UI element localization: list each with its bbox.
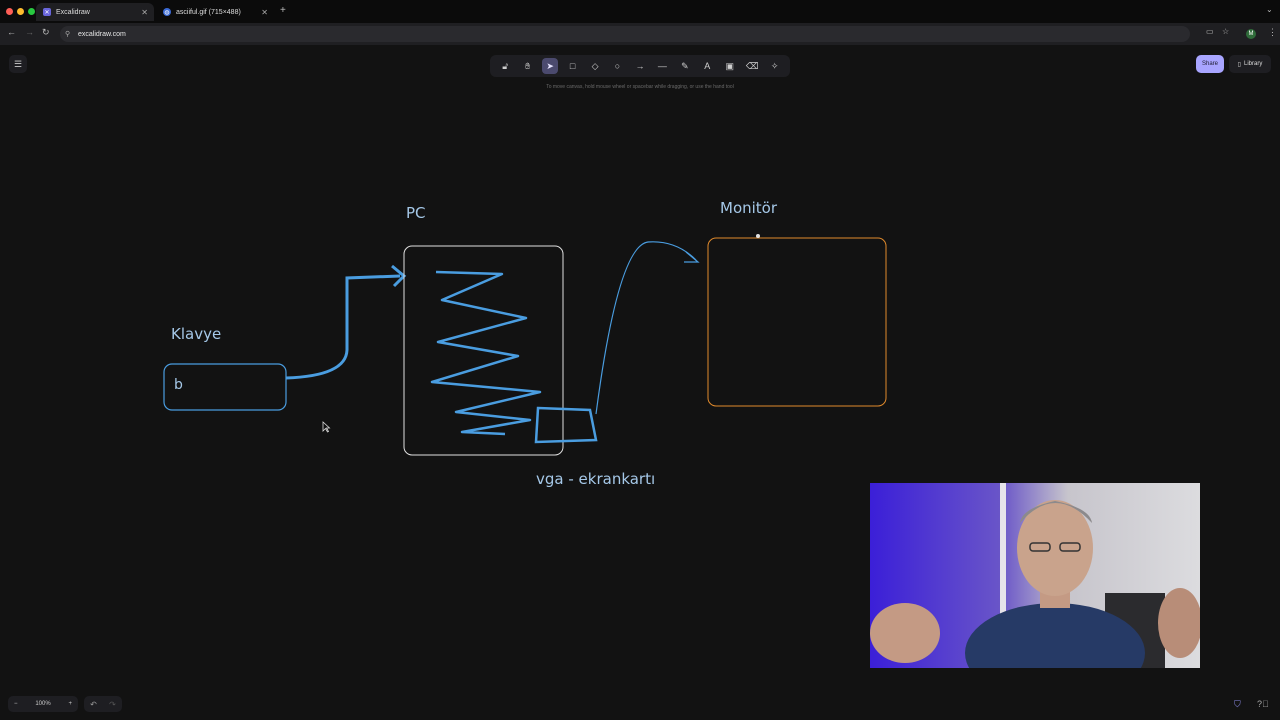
undo-redo-controls: ↶ ↷ [84,696,122,712]
zoom-out-icon[interactable]: − [14,701,18,707]
hamburger-icon: ☰ [13,58,23,69]
browser-tab-bar: ✕ Excalidraw ✕ ◍ asciiful.gif (715×488) … [0,0,1280,23]
arrow-icon[interactable]: → [635,61,645,71]
forward-icon[interactable]: → [25,27,34,37]
lock-icon[interactable]: 🔓︎ [502,60,509,71]
tab-excalidraw[interactable]: ✕ Excalidraw ✕ [36,3,154,21]
text-icon[interactable]: A [704,61,711,71]
zoom-controls: − 100% + [8,696,78,712]
key-b-label[interactable]: b [174,377,183,393]
minimize-window-button[interactable] [17,8,24,15]
url-field[interactable]: ⚲ excalidraw.com [60,26,1190,42]
share-button[interactable]: Share [1196,55,1224,73]
shapes-toolbar: 🔓︎ ✋︎ ➤ □ ◇ ○ → — ✎ A ▣ ⌫ ✧ [490,55,790,77]
hand-icon[interactable]: ✋︎ [525,60,531,71]
back-icon[interactable]: ← [7,27,16,37]
new-tab-icon[interactable]: + [280,5,286,16]
library-label: Library [1243,61,1263,67]
toolbar-hint: To move canvas, hold mouse wheel or spac… [546,84,734,90]
site-info-icon[interactable]: ⚲ [65,31,71,38]
close-tab-icon[interactable]: ✕ [141,7,148,17]
reload-icon[interactable]: ↻ [42,27,50,37]
monitor-label[interactable]: Monitör [720,199,778,217]
selection-icon[interactable]: ➤ [542,58,559,74]
tab-asciiful[interactable]: ◍ asciiful.gif (715×488) ✕ [156,3,274,21]
webcam-overlay [870,483,1200,668]
shield-icon[interactable]: ⛉ [1234,699,1241,709]
maximize-window-button[interactable] [28,8,35,15]
undo-icon[interactable]: ↶ [90,699,97,709]
excalidraw-favicon-icon: ✕ [43,8,51,16]
main-menu-button[interactable]: ☰ [9,55,27,73]
browser-menu-icon[interactable]: ⋮ [1268,27,1277,37]
zoom-in-icon[interactable]: + [68,701,72,707]
close-window-button[interactable] [6,8,13,15]
globe-favicon-icon: ◍ [163,8,171,16]
redo-icon[interactable]: ↷ [109,699,116,709]
diamond-icon[interactable]: ◇ [591,60,599,71]
line-icon[interactable]: — [657,61,667,71]
library-button[interactable]: ▯ Library [1229,55,1271,73]
bookmark-star-icon[interactable]: ☆ [1222,27,1230,36]
eraser-icon[interactable]: ⌫ [745,60,759,71]
rectangle-icon[interactable]: □ [569,61,576,71]
tab-title: asciiful.gif (715×488) [176,8,241,16]
close-tab-icon[interactable]: ✕ [261,7,268,17]
pc-label[interactable]: PC [406,204,426,222]
image-icon[interactable]: ▣ [725,60,734,71]
book-icon: ▯ [1237,61,1241,68]
cast-icon[interactable]: ▭ [1206,27,1214,36]
tab-title: Excalidraw [56,8,90,16]
address-bar-row: ← → ↻ ⚲ excalidraw.com ▭ ☆ M ⋮ [0,23,1280,45]
extra-tools-icon[interactable]: ✧ [770,60,779,71]
url-text: excalidraw.com [78,30,126,38]
profile-avatar[interactable]: M [1246,29,1256,39]
help-icon[interactable]: ?⃝ [1257,699,1269,709]
tab-list-icon[interactable]: ⌄ [1266,5,1273,14]
vga-label[interactable]: vga - ekrankartı [536,470,656,488]
webcam-person-image [870,483,1200,668]
keyboard-label[interactable]: Klavye [171,325,222,343]
ellipse-icon[interactable]: ○ [614,61,621,71]
pencil-icon[interactable]: ✎ [681,60,689,71]
zoom-level[interactable]: 100% [35,701,51,707]
